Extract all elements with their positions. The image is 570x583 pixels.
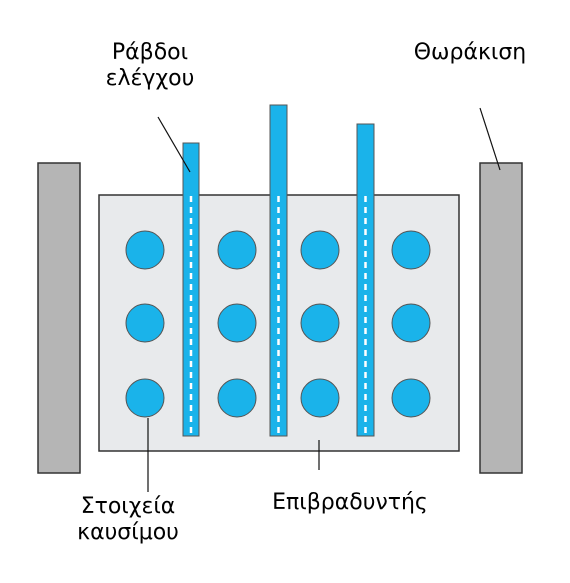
fuel-element <box>217 378 257 418</box>
shielding-leader <box>479 107 501 171</box>
fuel-element <box>391 230 431 270</box>
fuel-element <box>391 303 431 343</box>
fuel-element <box>125 303 165 343</box>
shielding-label-text: Θωράκιση <box>413 40 527 65</box>
fuel-element <box>300 378 340 418</box>
fuel-element <box>217 230 257 270</box>
control-rods-label-line-1: Ράβδοι <box>111 40 189 65</box>
fuel-element <box>125 230 165 270</box>
control-rod <box>356 123 375 437</box>
shielding-right <box>479 162 523 474</box>
fuel-element <box>391 378 431 418</box>
fuel-elements-label: Στοιχεία καυσίμου <box>58 494 198 547</box>
control-rods-label: Ράβδοι ελέγχου <box>85 40 215 93</box>
fuel-element <box>300 230 340 270</box>
shielding-left <box>37 162 81 474</box>
fuel-element <box>125 378 165 418</box>
moderator-label-text: Επιβραδυντής <box>272 490 428 515</box>
moderator-label: Επιβραδυντής <box>255 490 445 516</box>
fuel-elements-label-line-2: καυσίμου <box>77 520 179 546</box>
control-rods-leader <box>157 116 191 173</box>
fuel-elements <box>125 230 431 418</box>
shielding-label: Θωράκιση <box>395 40 545 66</box>
fuel-elements-label-line-1: Στοιχεία <box>80 494 176 519</box>
control-rod <box>182 142 200 437</box>
control-rods-label-line-2: ελέγχου <box>105 66 195 92</box>
fuel-element <box>217 303 257 343</box>
control-rod <box>269 104 288 437</box>
fuel-element <box>300 303 340 343</box>
